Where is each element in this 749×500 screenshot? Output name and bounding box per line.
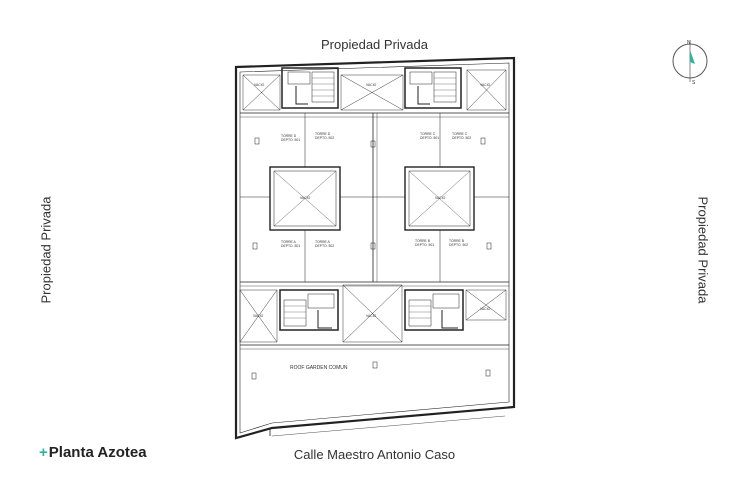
property-label-top: Propiedad Privada	[321, 37, 428, 52]
void-label: VACIO	[366, 83, 377, 87]
unit-label: TORRE D DEPTO. 501	[281, 134, 300, 142]
svg-text:DEPTO. 501: DEPTO. 501	[420, 136, 439, 140]
unit-label: TORRE A DEPTO. 502	[315, 240, 334, 248]
svg-text:DEPTO. 502: DEPTO. 502	[452, 136, 471, 140]
svg-text:DEPTO. 501: DEPTO. 501	[415, 243, 434, 247]
unit-label: TORRE C DEPTO. 502	[452, 132, 471, 140]
unit-label: TORRE D DEPTO. 502	[315, 132, 334, 140]
svg-text:DEPTO. 501: DEPTO. 501	[281, 244, 300, 248]
north-compass-icon: N S	[672, 40, 708, 85]
void-label: VACIO	[435, 196, 446, 200]
unit-label: TORRE C DEPTO. 501	[420, 132, 439, 140]
stair-core-bottom-right	[404, 289, 464, 331]
svg-text:TORRE B: TORRE B	[415, 239, 431, 243]
svg-text:TORRE C: TORRE C	[452, 132, 468, 136]
svg-text:TORRE D: TORRE D	[281, 134, 297, 138]
unit-label: TORRE A DEPTO. 501	[281, 240, 300, 248]
svg-text:TORRE B: TORRE B	[449, 239, 465, 243]
void-left	[269, 166, 341, 231]
svg-text:DEPTO. 502: DEPTO. 502	[315, 136, 334, 140]
svg-text:TORRE D: TORRE D	[315, 132, 331, 136]
svg-text:DEPTO. 502: DEPTO. 502	[315, 244, 334, 248]
compass-needle	[690, 50, 695, 64]
svg-text:TORRE C: TORRE C	[420, 132, 436, 136]
svg-text:TORRE A: TORRE A	[281, 240, 297, 244]
plan-title-text: Planta Azotea	[48, 444, 147, 461]
void-label: VACIO	[254, 83, 265, 87]
compass-south-label: S	[692, 80, 696, 85]
street-label-bottom: Calle Maestro Antonio Caso	[293, 447, 456, 462]
void-label: VACIO	[480, 83, 491, 87]
plus-icon: +	[39, 444, 48, 461]
void-label: VACIO	[300, 196, 311, 200]
compass-north-label: N	[687, 40, 691, 46]
plan-title: +Planta Azotea	[39, 444, 147, 461]
void-right	[404, 166, 475, 231]
stair-core-bottom-left	[279, 289, 339, 331]
void-label: VACIO	[366, 314, 377, 318]
void-label: VACIO	[253, 314, 264, 318]
svg-text:DEPTO. 502: DEPTO. 502	[449, 243, 468, 247]
svg-text:DEPTO. 501: DEPTO. 501	[281, 138, 300, 142]
svg-text:TORRE A: TORRE A	[315, 240, 331, 244]
unit-label: TORRE B DEPTO. 501	[415, 239, 434, 247]
stair-core-top-right	[404, 67, 462, 109]
stair-core-top-left	[281, 67, 339, 109]
unit-label: TORRE B DEPTO. 502	[449, 239, 468, 247]
void-label: VACIO	[480, 307, 491, 311]
roof-garden-label: ROOF GARDEN COMUN	[290, 365, 348, 371]
